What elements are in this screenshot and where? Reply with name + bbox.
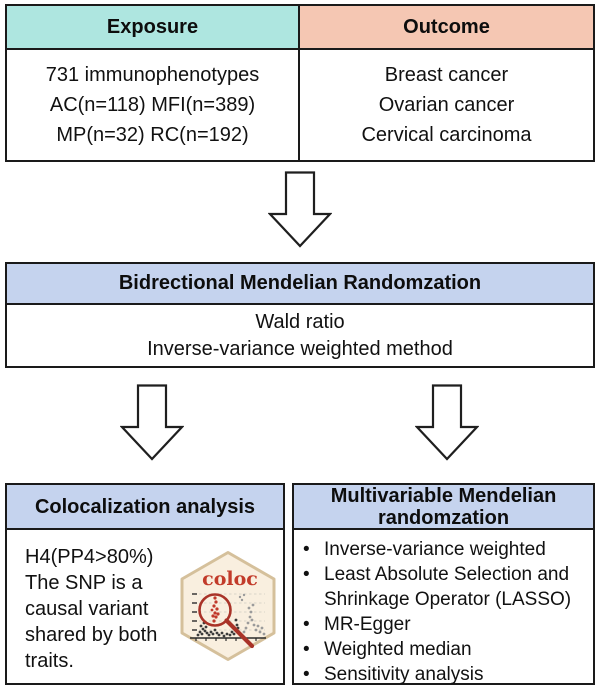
exposure-body: 731 immunophenotypes AC(n=118) MFI(n=389… bbox=[7, 50, 298, 160]
exposure-line: 731 immunophenotypes bbox=[45, 64, 260, 86]
colocalization-text: H4(PP4>80%) The SNP is a causal variant … bbox=[25, 544, 157, 674]
outcome-line: Cervical carcinoma bbox=[361, 124, 532, 146]
mr-method-item: MR-Egger bbox=[294, 612, 589, 637]
multivariable-mr-box: Multivariable Mendelian randomzation Inv… bbox=[292, 483, 595, 687]
mr-method-item: Weighted median bbox=[294, 637, 589, 662]
coloc-hex-sticker-icon: coloc bbox=[178, 550, 278, 662]
mr-method-line: Wald ratio bbox=[255, 310, 345, 333]
exposure-column: Exposure 731 immunophenotypes AC(n=118) … bbox=[7, 6, 300, 160]
outcome-line: Breast cancer bbox=[384, 64, 509, 86]
multivariable-mr-header-line1: Multivariable Mendelian bbox=[330, 484, 557, 507]
coloc-line: causal variant bbox=[25, 598, 149, 620]
exposure-line: AC(n=118) MFI(n=389) bbox=[49, 94, 256, 116]
coloc-line: The SNP is a bbox=[25, 572, 143, 594]
mr-method-item: Least Absolute Selection and Shrinkage O… bbox=[294, 562, 589, 612]
down-arrow-icon bbox=[120, 384, 184, 461]
exposure-header: Exposure bbox=[7, 6, 298, 50]
colocalization-body: H4(PP4>80%) The SNP is a causal variant … bbox=[7, 530, 283, 683]
coloc-line: traits. bbox=[25, 650, 74, 672]
multivariable-mr-header: Multivariable Mendelian randomzation bbox=[294, 485, 593, 530]
colocalization-box: Colocalization analysis H4(PP4>80%) The … bbox=[5, 483, 285, 685]
multivariable-mr-header-line2: randomzation bbox=[377, 506, 510, 529]
exposure-line: MP(n=32) RC(n=192) bbox=[56, 124, 249, 146]
coloc-badge-label: coloc bbox=[202, 568, 258, 590]
mr-method-item: Inverse-variance weighted bbox=[294, 537, 589, 562]
multivariable-mr-method-list: Inverse-variance weighted Least Absolute… bbox=[294, 537, 593, 687]
down-arrow-icon bbox=[268, 171, 332, 248]
outcome-column: Outcome Breast cancer Ovarian cancer Cer… bbox=[300, 6, 593, 160]
bidirectional-mr-box: Bidrectional Mendelian Randomzation Wald… bbox=[5, 262, 595, 368]
outcome-line: Ovarian cancer bbox=[378, 94, 515, 116]
bidirectional-mr-header: Bidrectional Mendelian Randomzation bbox=[7, 264, 593, 305]
outcome-body: Breast cancer Ovarian cancer Cervical ca… bbox=[300, 50, 593, 160]
colocalization-header: Colocalization analysis bbox=[7, 485, 283, 530]
coloc-line: H4(PP4>80%) bbox=[25, 546, 154, 568]
outcome-header: Outcome bbox=[300, 6, 593, 50]
down-arrow-icon bbox=[415, 384, 479, 461]
mr-method-item: Sensitivity analysis bbox=[294, 662, 589, 687]
coloc-line: shared by both bbox=[25, 624, 158, 646]
bidirectional-mr-body: Wald ratio Inverse-variance weighted met… bbox=[7, 305, 593, 366]
exposure-outcome-table: Exposure 731 immunophenotypes AC(n=118) … bbox=[5, 4, 595, 162]
mr-method-line: Inverse-variance weighted method bbox=[147, 337, 453, 360]
